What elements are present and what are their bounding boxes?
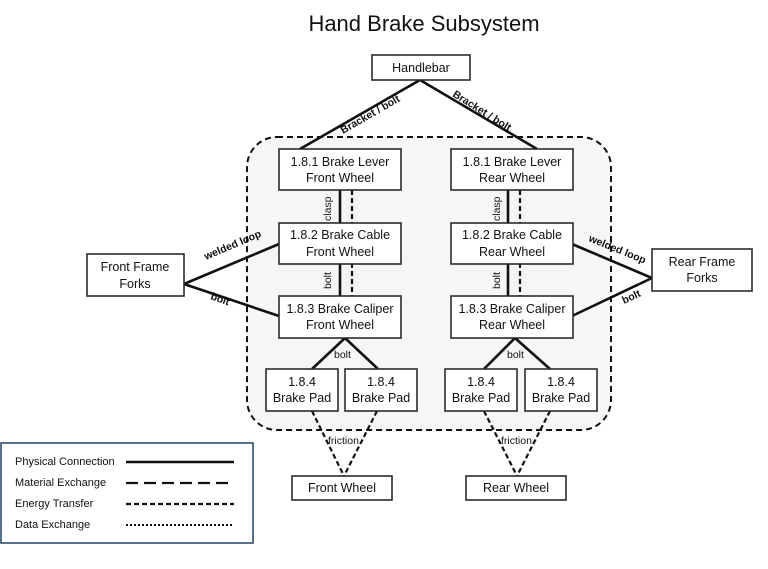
svg-text:Brake Pad: Brake Pad — [452, 391, 510, 405]
node-brake-pad-front-left: 1.8.4 Brake Pad — [265, 368, 339, 412]
svg-text:Front Wheel: Front Wheel — [306, 171, 374, 185]
svg-text:Brake Pad: Brake Pad — [532, 391, 590, 405]
svg-text:Handlebar: Handlebar — [392, 61, 450, 75]
svg-text:Front Wheel: Front Wheel — [306, 245, 374, 259]
legend-physical-label: Physical Connection — [15, 456, 115, 468]
svg-text:Rear Wheel: Rear Wheel — [483, 481, 549, 495]
node-brake-pad-rear-left: 1.8.4 Brake Pad — [444, 368, 518, 412]
svg-text:1.8.4: 1.8.4 — [367, 375, 395, 389]
svg-text:1.8.4: 1.8.4 — [467, 375, 495, 389]
node-brake-caliper-rear: 1.8.3 Brake Caliper Rear Wheel — [450, 295, 574, 339]
caliper-rear-to-pad-right — [514, 337, 551, 370]
svg-text:1.8.4: 1.8.4 — [547, 375, 575, 389]
label-friction-rear: friction — [501, 435, 532, 447]
svg-text:Rear Frame: Rear Frame — [669, 255, 736, 269]
node-front-wheel: Front Wheel — [291, 475, 393, 501]
label-bolt-rear-pads: bolt — [507, 349, 524, 361]
label-bolt-front-frame: bolt — [209, 291, 232, 309]
front-frame-to-cable — [183, 242, 280, 286]
legend-data-label: Data Exchange — [15, 519, 90, 531]
svg-text:Brake Pad: Brake Pad — [273, 391, 331, 405]
label-bolt-front-pads: bolt — [334, 349, 351, 361]
diagram-title: Hand Brake Subsystem — [308, 11, 539, 36]
svg-text:Rear Wheel: Rear Wheel — [479, 171, 545, 185]
svg-text:Front Wheel: Front Wheel — [308, 481, 376, 495]
pad-front-left-to-wheel — [311, 410, 345, 477]
svg-text:1.8.2 Brake Cable: 1.8.2 Brake Cable — [462, 228, 562, 242]
label-bolt-rear-cable: bolt — [491, 272, 503, 289]
node-brake-pad-front-right: 1.8.4 Brake Pad — [344, 368, 418, 412]
node-rear-wheel: Rear Wheel — [465, 475, 567, 501]
rear-frame-to-caliper — [571, 276, 653, 318]
svg-text:1.8.1 Brake Lever: 1.8.1 Brake Lever — [291, 155, 390, 169]
caliper-front-to-pad-left — [311, 337, 346, 370]
label-clasp-rear: clasp — [491, 196, 503, 221]
legend: Physical Connection Material Exchange En… — [0, 442, 254, 544]
svg-text:1.8.3 Brake Caliper: 1.8.3 Brake Caliper — [458, 302, 565, 316]
node-brake-cable-front: 1.8.2 Brake Cable Front Wheel — [278, 222, 402, 265]
svg-text:Brake Pad: Brake Pad — [352, 391, 410, 405]
front-frame-to-caliper — [183, 282, 280, 318]
label-bracket-bolt-right: Bracket / bolt — [450, 88, 513, 134]
svg-text:Rear Wheel: Rear Wheel — [479, 245, 545, 259]
node-brake-caliper-front: 1.8.3 Brake Caliper Front Wheel — [278, 295, 402, 339]
pad-rear-left-to-wheel — [483, 410, 518, 477]
legend-energy-label: Energy Transfer — [15, 498, 94, 510]
svg-text:Front Wheel: Front Wheel — [306, 318, 374, 332]
label-bracket-bolt-left: Bracket / bolt — [339, 93, 403, 137]
node-rear-frame-forks: Rear Frame Forks — [651, 248, 753, 292]
handlebar-to-lever-front — [299, 78, 421, 151]
label-bolt-front-cable: bolt — [322, 272, 334, 289]
pad-rear-right-to-wheel — [516, 410, 551, 477]
svg-text:1.8.4: 1.8.4 — [288, 375, 316, 389]
label-friction-front: friction — [328, 435, 359, 447]
node-brake-pad-rear-right: 1.8.4 Brake Pad — [524, 368, 598, 412]
svg-text:1.8.2 Brake Cable: 1.8.2 Brake Cable — [290, 228, 390, 242]
caliper-rear-to-pad-left — [483, 337, 516, 370]
node-brake-cable-rear: 1.8.2 Brake Cable Rear Wheel — [450, 222, 574, 265]
handlebar-to-lever-rear — [419, 78, 538, 151]
caliper-front-to-pad-right — [344, 337, 379, 370]
svg-text:Forks: Forks — [119, 277, 150, 291]
svg-text:1.8.3 Brake Caliper: 1.8.3 Brake Caliper — [286, 302, 393, 316]
legend-material-label: Material Exchange — [15, 477, 106, 489]
node-handlebar: Handlebar — [371, 54, 471, 81]
svg-text:Rear Wheel: Rear Wheel — [479, 318, 545, 332]
svg-text:1.8.1 Brake Lever: 1.8.1 Brake Lever — [463, 155, 562, 169]
rear-frame-to-cable — [571, 242, 653, 280]
node-brake-lever-rear: 1.8.1 Brake Lever Rear Wheel — [450, 148, 574, 191]
label-clasp-front: clasp — [322, 196, 334, 221]
node-brake-lever-front: 1.8.1 Brake Lever Front Wheel — [278, 148, 402, 191]
svg-text:Front Frame: Front Frame — [101, 260, 170, 274]
pad-front-right-to-wheel — [343, 410, 378, 477]
svg-text:Forks: Forks — [686, 271, 717, 285]
node-front-frame-forks: Front Frame Forks — [86, 253, 185, 297]
